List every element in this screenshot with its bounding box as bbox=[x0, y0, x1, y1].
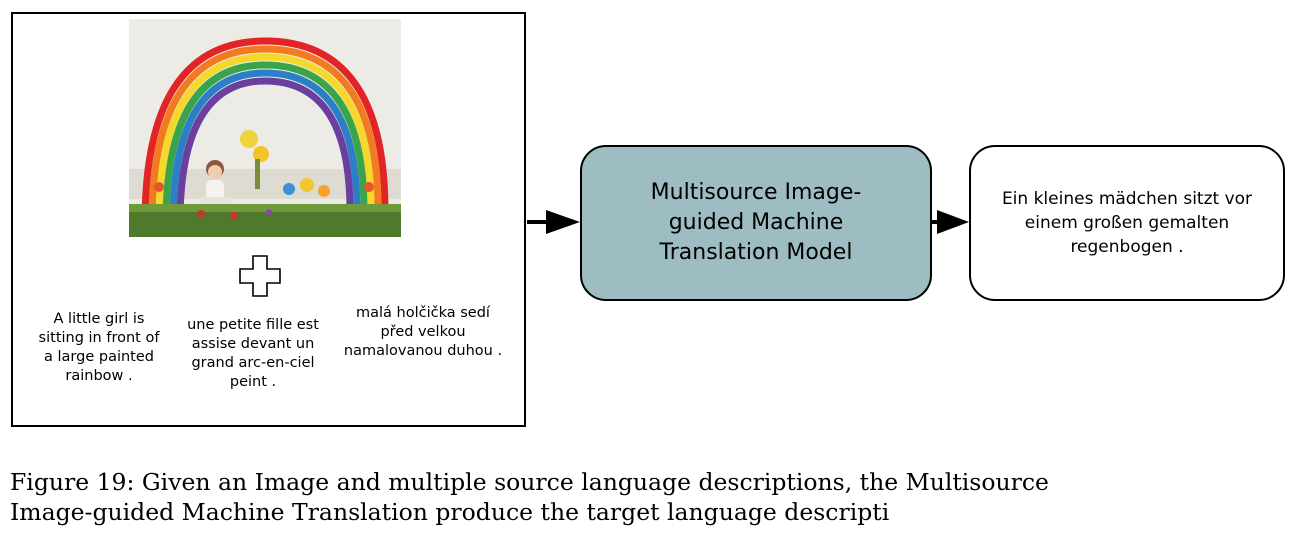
arrow-right-icon bbox=[932, 210, 969, 234]
caption-line-1: Figure 19: Given an Image and multiple s… bbox=[10, 468, 1049, 496]
caption-line-2: Image-guided Machine Translation produce… bbox=[10, 498, 890, 526]
target-description-german: Ein kleines mädchen sitzt vor einem groß… bbox=[1001, 189, 1253, 257]
translation-model-box: Multisource Image-guided Machine Transla… bbox=[580, 145, 932, 301]
source-description-english: A little girl is sitting in front of a l… bbox=[38, 311, 160, 384]
rainbow-photo bbox=[129, 19, 401, 237]
source-description-french: une petite fille est assise devant un gr… bbox=[187, 317, 319, 390]
plus-outline-icon bbox=[239, 255, 281, 297]
figure-caption: Figure 19: Given an Image and multiple s… bbox=[10, 467, 1300, 527]
arrow-right-icon bbox=[527, 210, 580, 234]
source-description-czech: malá holčička sedí před velkou namalovan… bbox=[343, 305, 503, 359]
input-panel: A little girl is sitting in front of a l… bbox=[11, 12, 526, 427]
model-label: Multisource Image-guided Machine Transla… bbox=[650, 180, 862, 265]
output-box: Ein kleines mädchen sitzt vor einem groß… bbox=[969, 145, 1285, 301]
